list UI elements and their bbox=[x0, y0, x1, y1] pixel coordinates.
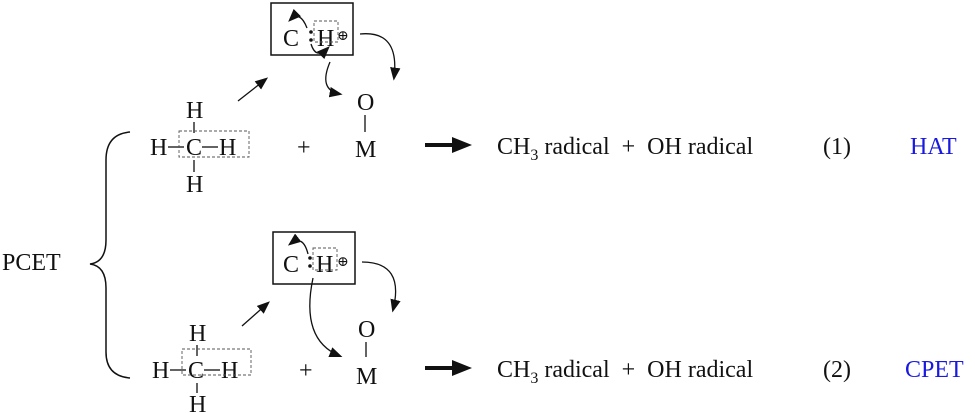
atom-h-left: H bbox=[150, 135, 167, 161]
intermediate-box: C H ⊕ bbox=[272, 231, 356, 285]
reaction-2: H H C H H + C H ⊕ O M C bbox=[152, 231, 964, 413]
curved-arrow-icon bbox=[325, 61, 343, 98]
plus-sign: + bbox=[299, 358, 313, 384]
left-brace bbox=[89, 131, 131, 379]
atom-h: H bbox=[316, 252, 333, 278]
atom-h-top: H bbox=[189, 321, 206, 347]
atom-h-right: H bbox=[221, 358, 238, 384]
product-text: CH3 radical + OH radical bbox=[497, 134, 753, 164]
atom-o: O bbox=[358, 317, 375, 343]
atom-c: C bbox=[186, 135, 202, 161]
atom-m: M bbox=[355, 137, 376, 163]
plus-sign: + bbox=[297, 135, 311, 161]
curved-arrow-icon bbox=[359, 33, 401, 81]
pcet-label: PCET bbox=[2, 250, 61, 276]
dashed-bond-box bbox=[181, 348, 252, 376]
atom-m: M bbox=[356, 364, 377, 390]
atom-c: C bbox=[283, 26, 299, 52]
atom-h-top: H bbox=[186, 98, 203, 124]
methane-molecule: H H C H H bbox=[152, 321, 252, 413]
positive-charge-icon: ⊕ bbox=[337, 255, 349, 270]
atom-c: C bbox=[283, 252, 299, 278]
intermediate-box: C H ⊕ bbox=[270, 2, 354, 60]
atom-h-right: H bbox=[219, 135, 236, 161]
mechanism-label: HAT bbox=[910, 134, 957, 160]
atom-o: O bbox=[357, 90, 374, 116]
curved-arrow-icon bbox=[288, 8, 308, 29]
arrow-to-intermediate bbox=[241, 301, 270, 327]
equation-number: (2) bbox=[823, 357, 851, 383]
curved-arrow-icon bbox=[309, 277, 343, 357]
reaction-arrow bbox=[425, 137, 472, 153]
curved-arrow-icon bbox=[287, 233, 309, 255]
arrow-to-intermediate bbox=[237, 77, 269, 102]
methane-molecule: H H C H H bbox=[150, 98, 250, 198]
positive-charge-icon: ⊕ bbox=[337, 29, 349, 44]
atom-h-bottom: H bbox=[189, 392, 206, 413]
atom-h-left: H bbox=[152, 358, 169, 384]
dashed-bond-box bbox=[178, 130, 250, 158]
curved-arrow-icon bbox=[361, 261, 401, 313]
metal-oxo: O M bbox=[355, 90, 376, 163]
atom-h-bottom: H bbox=[186, 172, 203, 198]
reaction-arrow bbox=[425, 360, 472, 376]
metal-oxo: O M bbox=[356, 317, 377, 390]
mechanism-label: CPET bbox=[905, 357, 964, 383]
equation-number: (1) bbox=[823, 134, 851, 160]
curved-arrow-icon bbox=[310, 43, 330, 60]
product-text: CH3 radical + OH radical bbox=[497, 357, 753, 387]
atom-h: H bbox=[317, 26, 334, 52]
reaction-1: H H C H H + C H ⊕ O M bbox=[150, 2, 957, 198]
atom-c: C bbox=[188, 358, 204, 384]
